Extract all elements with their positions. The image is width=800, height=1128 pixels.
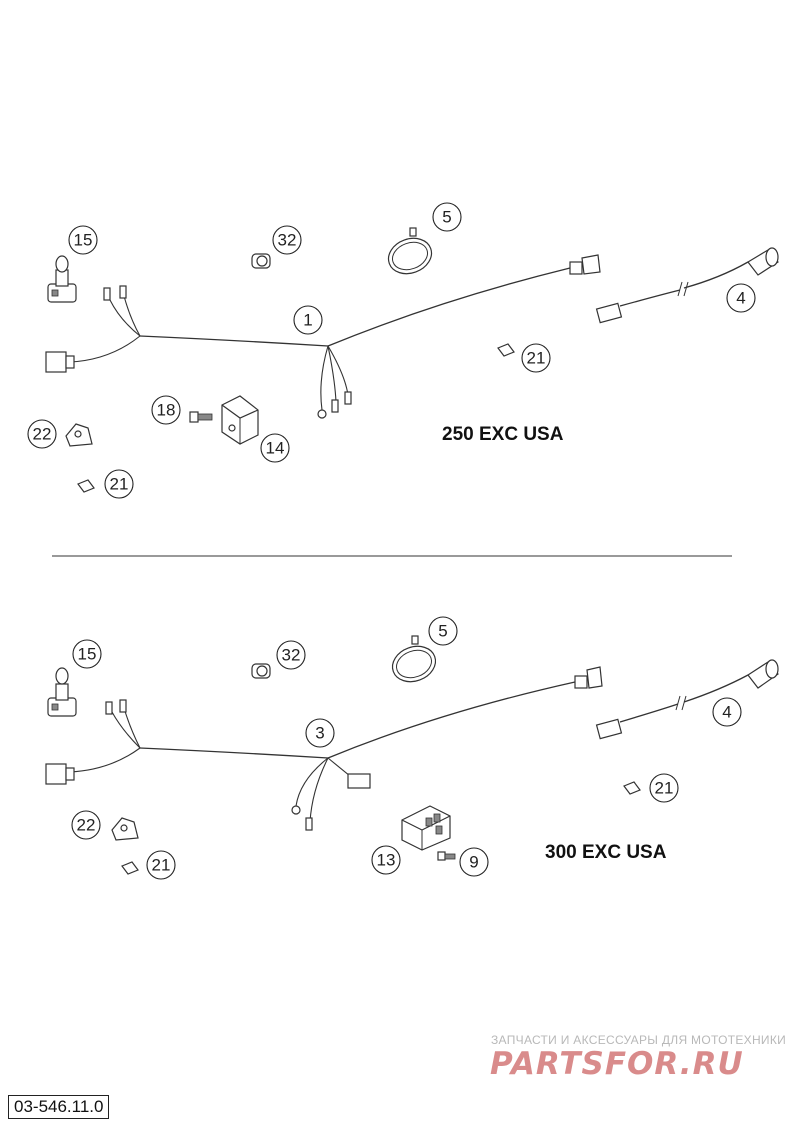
grommet-part-32 xyxy=(251,253,271,269)
svg-text:15: 15 xyxy=(78,645,97,664)
watermark-brand: PARTSFOR.RU xyxy=(490,1046,744,1082)
callout-4: 4 xyxy=(712,697,742,727)
callout-15: 15 xyxy=(72,639,102,669)
wiring-harness-part-3 xyxy=(45,666,603,831)
callout-3: 3 xyxy=(305,718,335,748)
clip-part-21-a xyxy=(497,343,515,357)
callout-21: 21 xyxy=(104,469,134,499)
wiring-harness-part-1 xyxy=(45,254,601,419)
clip-part-21-b xyxy=(77,479,95,493)
svg-text:5: 5 xyxy=(442,208,451,227)
watermark-tagline: ЗАПЧАСТИ И АКСЕССУАРЫ ДЛЯ МОТОТЕХНИКИ xyxy=(491,1033,786,1047)
svg-text:22: 22 xyxy=(33,425,52,444)
svg-text:3: 3 xyxy=(315,724,324,743)
model-title-300-exc-usa: 300 EXC USA xyxy=(545,842,667,863)
regulator-part-13 xyxy=(401,805,451,851)
callout-32: 32 xyxy=(276,640,306,670)
svg-text:22: 22 xyxy=(77,816,96,835)
callout-21: 21 xyxy=(521,343,551,373)
svg-text:4: 4 xyxy=(722,703,731,722)
callout-22: 22 xyxy=(71,810,101,840)
svg-text:18: 18 xyxy=(157,401,176,420)
cable-part-4 xyxy=(595,247,779,324)
callout-15: 15 xyxy=(68,225,98,255)
svg-text:5: 5 xyxy=(438,622,447,641)
diagram-reference-number: 03-546.11.0 xyxy=(8,1095,110,1119)
callout-5: 5 xyxy=(428,616,458,646)
svg-text:4: 4 xyxy=(736,289,745,308)
callout-1: 1 xyxy=(293,305,323,335)
callout-4: 4 xyxy=(726,283,756,313)
section-250-exc-usa: 15 32 5 1 4 21 18 14 xyxy=(27,202,779,499)
screw-part-18 xyxy=(189,411,213,423)
watermark: ЗАПЧАСТИ И АКСЕССУАРЫ ДЛЯ МОТОТЕХНИКИ PA… xyxy=(490,1033,786,1082)
callout-18: 18 xyxy=(151,395,181,425)
grommet-part-32 xyxy=(251,663,271,679)
callout-21: 21 xyxy=(649,773,679,803)
callout-21: 21 xyxy=(146,850,176,880)
callout-32: 32 xyxy=(272,225,302,255)
clip-part-21-b xyxy=(121,861,139,875)
callout-14: 14 xyxy=(260,433,290,463)
clamp-part-5 xyxy=(391,635,437,683)
svg-text:21: 21 xyxy=(110,475,129,494)
switch-part-15 xyxy=(47,667,77,717)
svg-text:32: 32 xyxy=(278,231,297,250)
svg-text:21: 21 xyxy=(655,779,674,798)
svg-text:1: 1 xyxy=(303,311,312,330)
svg-text:14: 14 xyxy=(266,439,285,458)
switch-part-15 xyxy=(47,255,77,303)
svg-text:9: 9 xyxy=(469,853,478,872)
bracket-part-22 xyxy=(65,423,93,447)
svg-text:15: 15 xyxy=(74,231,93,250)
callout-5: 5 xyxy=(432,202,462,232)
callout-13: 13 xyxy=(371,845,401,875)
svg-text:13: 13 xyxy=(377,851,396,870)
relay-part-14 xyxy=(221,395,259,445)
cable-part-4 xyxy=(595,659,779,740)
screw-part-9 xyxy=(437,851,456,861)
svg-text:21: 21 xyxy=(527,349,546,368)
section-300-exc-usa: 15 32 5 3 4 21 22 21 xyxy=(45,616,779,880)
clip-part-21-a xyxy=(623,781,641,795)
svg-text:21: 21 xyxy=(152,856,171,875)
svg-text:32: 32 xyxy=(282,646,301,665)
callout-9: 9 xyxy=(459,847,489,877)
callout-22: 22 xyxy=(27,419,57,449)
model-title-250-exc-usa: 250 EXC USA xyxy=(442,424,564,445)
clamp-part-5 xyxy=(387,227,433,275)
bracket-part-22 xyxy=(111,817,139,841)
